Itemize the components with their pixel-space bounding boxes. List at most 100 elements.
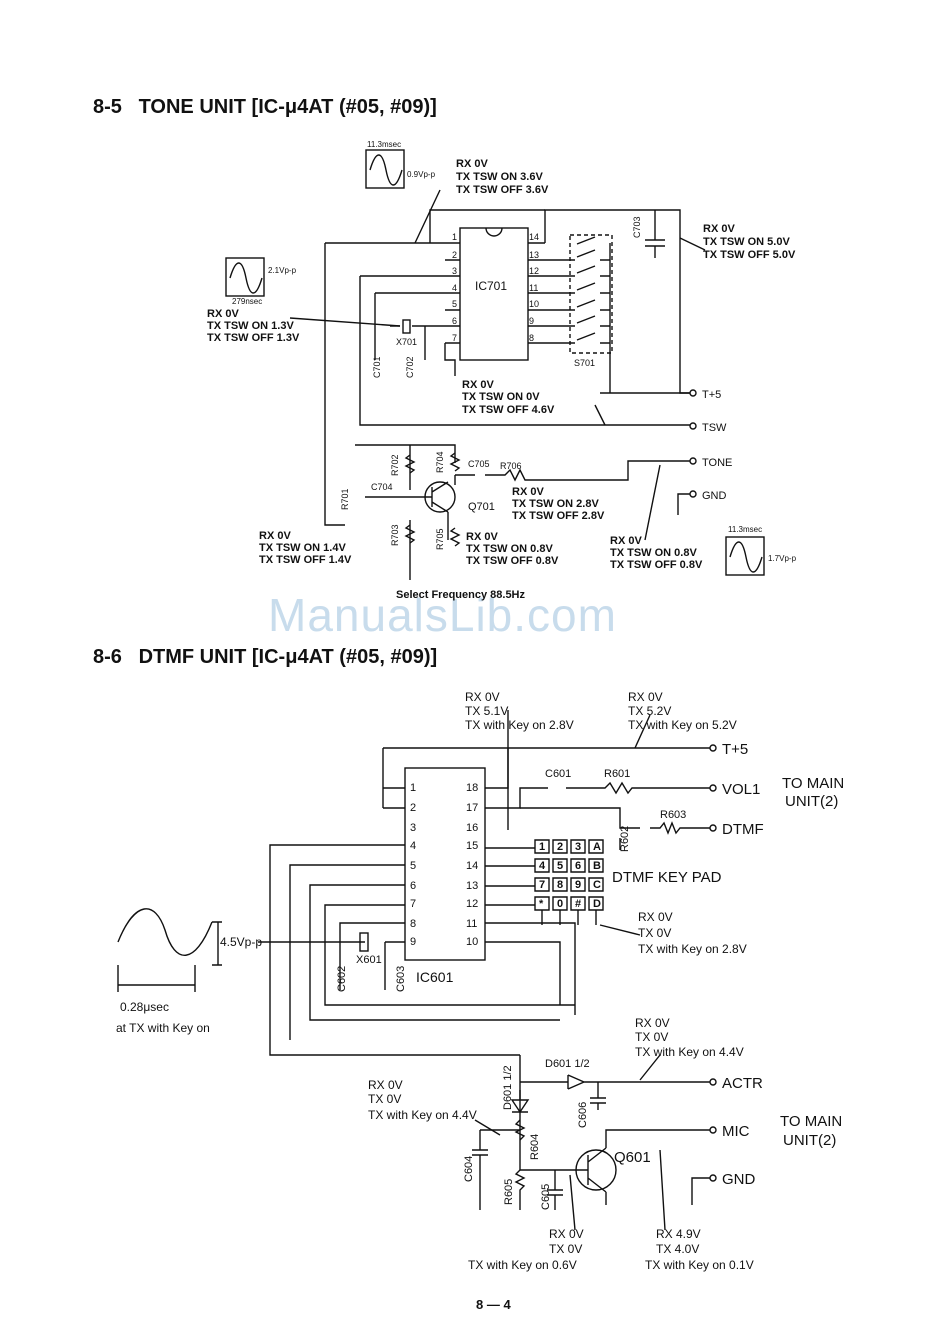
pin-label: 13: [466, 880, 478, 892]
wave-amp: 0.9Vp-p: [407, 170, 436, 179]
voltage-text: RX 0V: [259, 530, 291, 542]
x601-label: X601: [356, 954, 382, 966]
voltage-text: RX 0V: [628, 690, 663, 704]
pin-label: 3: [410, 822, 416, 834]
wave-period: 0.28μsec: [120, 1000, 169, 1014]
keypad-key[interactable]: #: [575, 898, 581, 910]
keypad-key[interactable]: 2: [557, 841, 563, 853]
terminal-label: VOL1: [722, 781, 760, 798]
terminal-tsw: [689, 422, 697, 430]
keypad-key[interactable]: A: [593, 841, 601, 853]
voltage-text: TX with Key on 5.2V: [628, 718, 737, 732]
voltage-text: TX with Key on 4.4V: [368, 1108, 477, 1122]
keypad-key[interactable]: 6: [575, 860, 581, 872]
c705-label: C705: [468, 459, 490, 469]
d601b-label: D601 1/2: [502, 1065, 514, 1110]
terminal-label: DTMF: [722, 821, 764, 838]
c704-label: C704: [371, 482, 393, 492]
voltage-text: RX 0V: [466, 531, 498, 543]
pin-label: 1: [410, 782, 416, 794]
terminal-label: TSW: [702, 422, 727, 434]
keypad-key[interactable]: B: [593, 860, 601, 872]
keypad-key[interactable]: 8: [557, 879, 563, 891]
pin-label: 11: [529, 283, 538, 293]
voltage-text: TX TSW ON 0.8V: [610, 547, 697, 559]
keypad-key[interactable]: 4: [539, 860, 546, 872]
terminal-gnd: [689, 490, 697, 498]
voltage-text: TX 0V: [638, 926, 671, 940]
voltage-text: TX 5.1V: [465, 704, 508, 718]
r604-label: R604: [529, 1134, 541, 1160]
wave-period: 11.3msec: [728, 525, 762, 534]
s701-label: S701: [574, 358, 595, 368]
keypad-key[interactable]: D: [593, 898, 601, 910]
pin-label: 7: [452, 333, 457, 343]
c602-label: C602: [336, 966, 348, 992]
r601-label: R601: [604, 768, 630, 780]
terminal-label: TONE: [702, 457, 732, 469]
terminal-gnd: [709, 1174, 717, 1182]
terminal-label: GND: [722, 1171, 756, 1188]
keypad-key[interactable]: 3: [575, 841, 581, 853]
keypad-key[interactable]: 9: [575, 879, 581, 891]
keypad-key[interactable]: 0: [557, 898, 563, 910]
s701-switches: [545, 236, 610, 344]
keypad-key[interactable]: 7: [539, 879, 545, 891]
voltage-text: RX 0V: [207, 308, 239, 320]
keypad-key[interactable]: C: [593, 879, 601, 891]
to-main-label: TO MAIN: [782, 775, 844, 792]
pin-label: 2: [452, 250, 457, 260]
terminal-t5: [689, 389, 697, 397]
wave-amp: 2.1Vp-p: [268, 266, 297, 275]
x701-crystal: [402, 319, 411, 334]
voltage-text: TX TSW ON 1.3V: [207, 320, 294, 332]
wave-period: 279nsec: [232, 297, 262, 306]
keypad-label: DTMF KEY PAD: [612, 869, 722, 886]
section-heading-dtmf: 8-6 DTMF UNIT [IC-μ4AT (#05, #09)]: [93, 646, 437, 669]
voltage-text: TX with Key on 2.8V: [465, 718, 574, 732]
voltage-annotations: RX 0V TX TSW ON 3.6V TX TSW OFF 3.6V RX …: [207, 158, 796, 571]
voltage-text: RX 0V: [703, 223, 735, 235]
voltage-text: TX TSW OFF 3.6V: [456, 184, 549, 196]
x601-crystal: [359, 932, 369, 952]
keypad-key[interactable]: 1: [539, 841, 545, 853]
c606-label: C606: [577, 1102, 589, 1128]
keypad-key[interactable]: *: [539, 898, 544, 910]
voltage-text: RX 4.9V: [656, 1227, 701, 1241]
voltage-text: TX TSW OFF 0.8V: [466, 555, 559, 567]
terminal-mic: [709, 1126, 717, 1134]
watermark: ManualsLib.com: [268, 589, 617, 641]
q701-label: Q701: [468, 501, 495, 513]
pin-label: 15: [466, 840, 478, 852]
voltage-text: TX with Key on 0.1V: [645, 1258, 754, 1272]
pin-label: 16: [466, 822, 478, 834]
voltage-text: RX 0V: [368, 1078, 403, 1092]
pin-label: 6: [452, 316, 457, 326]
pin-label: 7: [410, 898, 416, 910]
pin-label: 8: [410, 918, 416, 930]
dtmf-unit-schematic: IC601 1 2 3 4 5 6 7 8 9 18 17 16 15 14 1…: [116, 690, 844, 1272]
keypad-key[interactable]: 5: [557, 860, 563, 872]
voltage-text: RX 0V: [549, 1227, 584, 1241]
pin-label: 8: [529, 333, 534, 343]
pin-label: 10: [529, 299, 539, 309]
wave-amp: 1.7Vp-p: [768, 554, 797, 563]
pin-label: 14: [529, 232, 539, 242]
tone-waveform-2: 2.1Vp-p 279nsec: [225, 257, 297, 306]
pin-label: 5: [452, 299, 457, 309]
to-main-label: UNIT(2): [785, 793, 838, 810]
section-number: 8-6: [93, 646, 122, 668]
c604-label: C604: [463, 1156, 475, 1182]
dtmf-keypad[interactable]: 1 2 3 A 4 5 6 B 7 8 9 C * 0 # D: [534, 839, 604, 925]
c605-label: C605: [540, 1184, 552, 1210]
voltage-text: TX 0V: [549, 1242, 582, 1256]
ic701-notch: [485, 227, 503, 237]
pin-label: 12: [529, 266, 539, 276]
wave-note: at TX with Key on: [116, 1021, 210, 1035]
section-number: 8-5: [93, 96, 122, 118]
voltage-text: TX TSW OFF 0.8V: [610, 559, 703, 571]
c601-label: C601: [545, 768, 571, 780]
x701-label: X701: [396, 337, 417, 347]
r701-label: R701: [340, 488, 350, 510]
pin-label: 12: [466, 898, 478, 910]
